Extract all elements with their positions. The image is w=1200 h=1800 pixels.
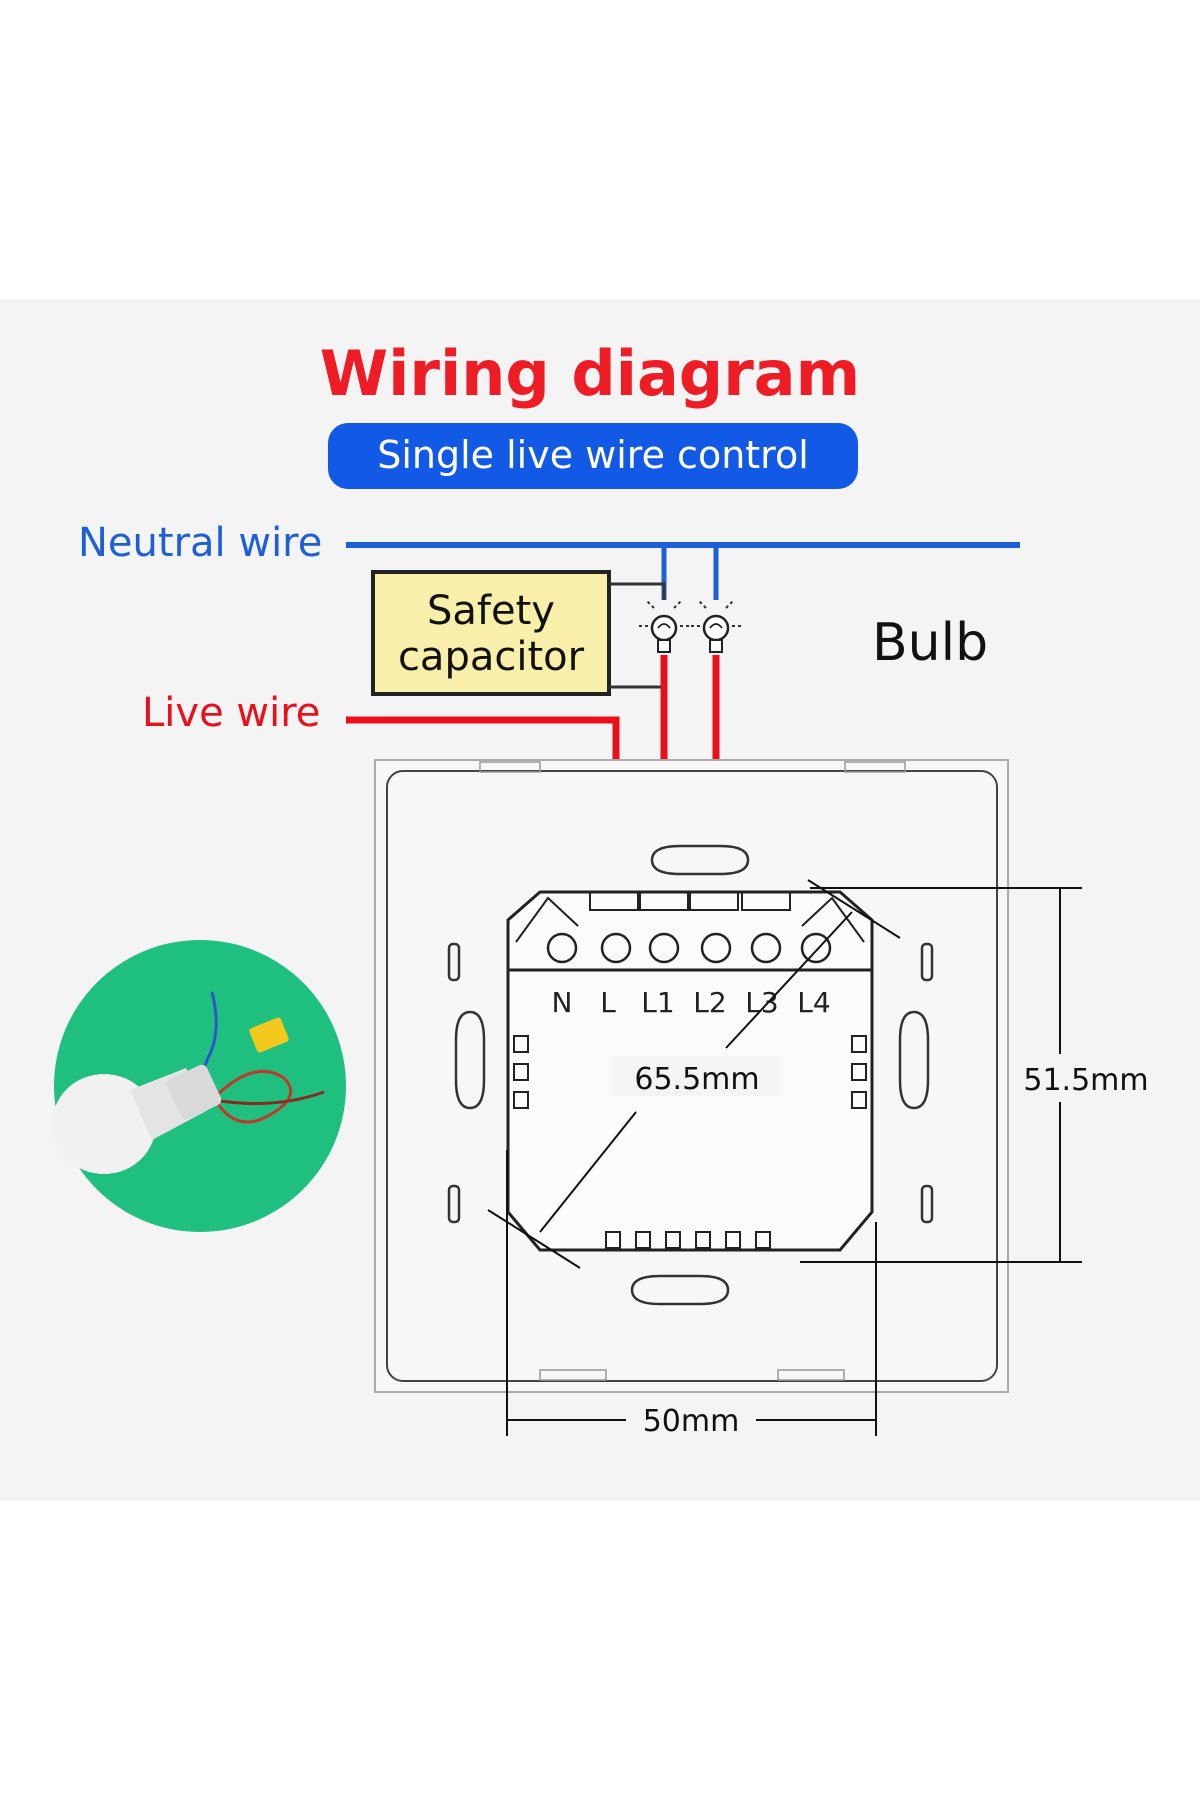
diagram-title: Wiring diagram <box>320 337 860 410</box>
capacitor-label-line1: Safety <box>427 588 555 634</box>
bulb-photo-inset <box>52 940 346 1232</box>
bulb-icon <box>690 599 742 653</box>
width-dim-label: 50mm <box>643 1404 740 1439</box>
width-dimension <box>506 1150 877 1436</box>
diagonal-dimension <box>487 879 901 1269</box>
height-dim-label: 51.5mm <box>1023 1063 1148 1098</box>
terminal-label-l: L <box>600 986 616 1019</box>
bulb-icon <box>638 599 690 653</box>
capacitor-lead-bottom <box>609 655 666 689</box>
subtitle-text: Single live wire control <box>377 433 809 477</box>
bulb-label: Bulb <box>872 613 988 673</box>
neutral-wire-label: Neutral wire <box>78 520 322 566</box>
switch-back-plate <box>374 759 1009 1393</box>
diagonal-dim-bg <box>612 1056 780 1096</box>
diagonal-dim-label: 65.5mm <box>634 1062 759 1097</box>
terminal-label-l3: L3 <box>745 986 778 1019</box>
terminal-label-l1: L1 <box>641 986 674 1019</box>
terminal-label-l4: L4 <box>797 986 830 1019</box>
height-dimension <box>800 887 1082 1263</box>
capacitor-lead-top <box>609 582 666 600</box>
terminal-label-l2: L2 <box>693 986 726 1019</box>
live-wire-label: Live wire <box>142 690 320 736</box>
capacitor-label-line2: capacitor <box>398 634 585 680</box>
subtitle-badge <box>328 423 858 489</box>
terminal-label-n: N <box>552 986 573 1019</box>
safety-capacitor <box>371 570 611 696</box>
